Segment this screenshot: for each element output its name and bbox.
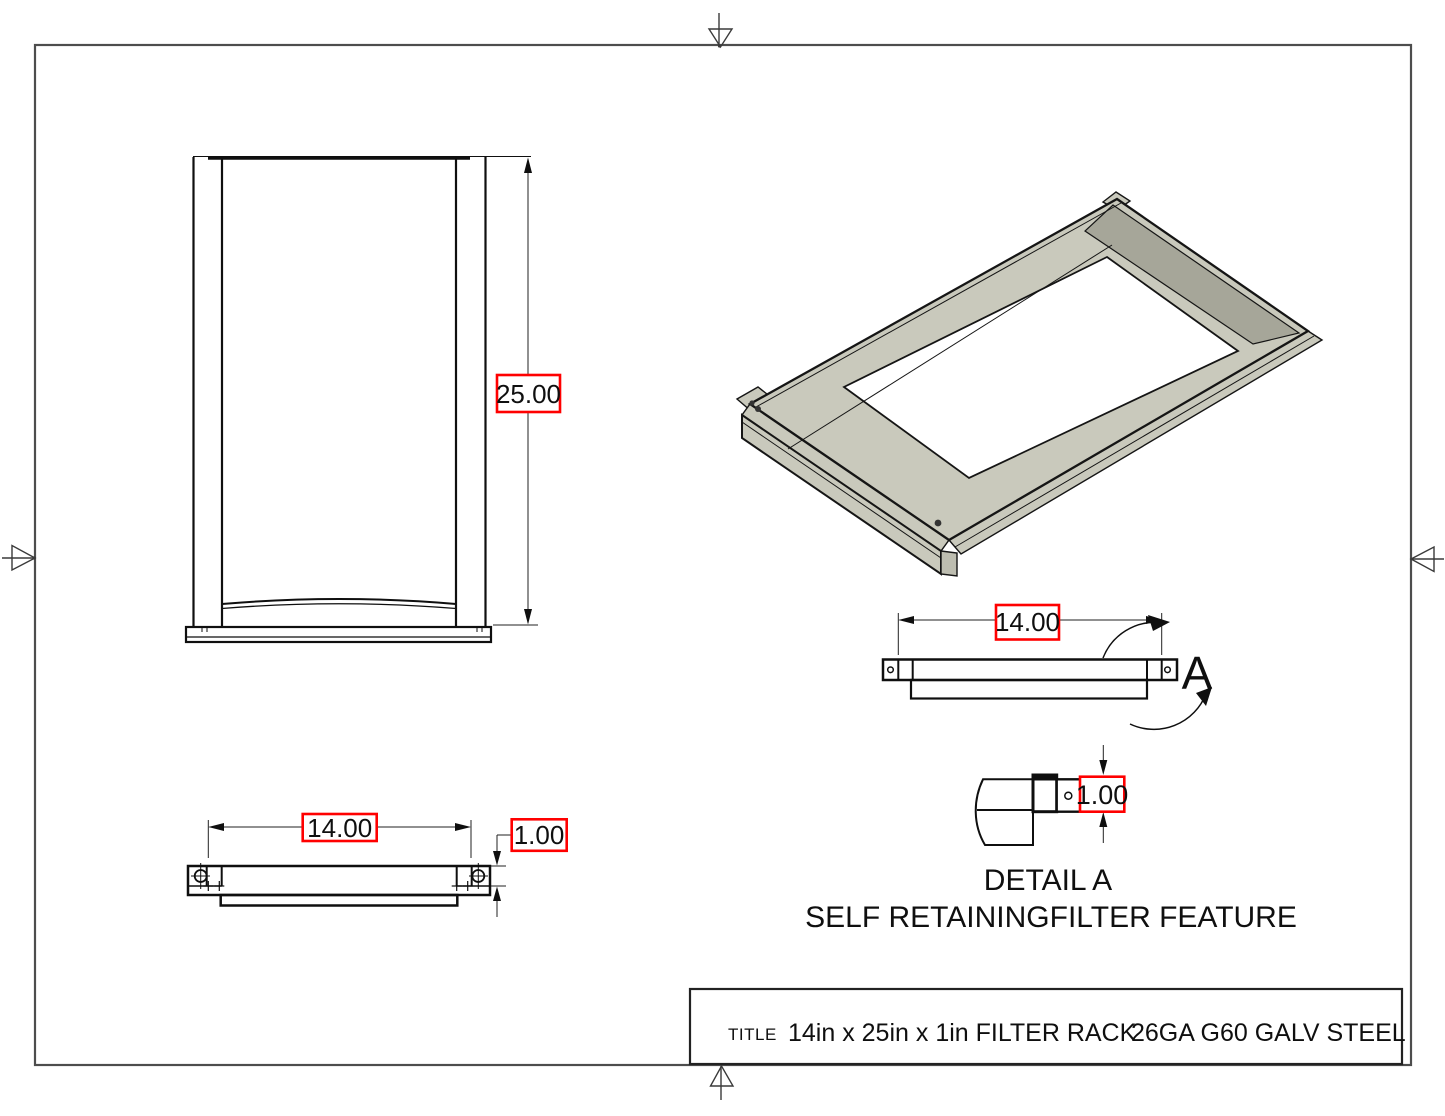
side-hole-right bbox=[1163, 666, 1172, 674]
dim-box-25 bbox=[495, 373, 562, 414]
iso-opening bbox=[842, 255, 1240, 480]
sheet-border bbox=[2, 13, 1444, 1100]
arrowhead-right bbox=[455, 823, 471, 831]
dim-value-bottom-thickness: 1.00 bbox=[514, 820, 565, 850]
arrowhead-left bbox=[208, 823, 224, 831]
dim-box-bottom-1 bbox=[510, 817, 569, 853]
callout-arrow-top bbox=[1148, 615, 1170, 631]
iso-hole-near bbox=[934, 519, 942, 527]
side-hole-left bbox=[886, 666, 895, 674]
callout-arrow-bottom bbox=[1196, 687, 1212, 706]
iso-inner-face-shadow bbox=[1084, 204, 1301, 345]
title-block-box bbox=[688, 987, 1404, 1066]
dim-box-bottom-14 bbox=[301, 812, 379, 843]
arrowhead-down bbox=[493, 851, 501, 866]
dim-value-bottom-width: 14.00 bbox=[307, 813, 372, 843]
dim-value-front-height: 25.00 bbox=[496, 379, 561, 409]
dim-value-side-width: 14.00 bbox=[995, 607, 1060, 637]
bottom-thickness-dimension: 1.00 bbox=[491, 817, 569, 917]
title-block-label: TITLE bbox=[728, 1025, 777, 1044]
arrowhead-up bbox=[524, 157, 532, 173]
arrowhead-down bbox=[524, 609, 532, 625]
iso-hole-left2 bbox=[755, 406, 761, 412]
arrowhead-up bbox=[493, 886, 501, 901]
detail-subtitle: SELF RETAININGFILTER FEATURE bbox=[805, 901, 1297, 934]
detail-hole bbox=[1064, 791, 1073, 800]
dim-box-side-14 bbox=[994, 603, 1061, 641]
dim-value-detail-thickness: 1.00 bbox=[1076, 780, 1129, 810]
border-mark-left bbox=[2, 544, 37, 572]
detail-a-view bbox=[974, 773, 1083, 846]
side-width-dimension: 14.00 bbox=[897, 603, 1163, 655]
arrowhead-up bbox=[1099, 812, 1108, 827]
detail-callout: A bbox=[1102, 615, 1213, 731]
detail-callout-letter: A bbox=[1182, 647, 1213, 699]
arrowhead-left bbox=[898, 616, 914, 624]
iso-hole-left bbox=[749, 400, 755, 406]
front-view bbox=[184, 156, 531, 644]
isometric-view bbox=[735, 191, 1324, 577]
bottom-view bbox=[186, 863, 492, 907]
datum-plus-marks bbox=[203, 881, 473, 891]
dim-box-detail-1 bbox=[1078, 775, 1126, 814]
bottom-width-dimension: 14.00 bbox=[207, 812, 472, 858]
iso-front-plate-corner bbox=[940, 550, 958, 577]
title-block-part-title: 14in x 25in x 1in FILTER RACK bbox=[788, 1019, 1137, 1047]
front-height-dimension: 25.00 bbox=[493, 157, 562, 626]
border-mark-top bbox=[707, 13, 734, 49]
title-block-material: 26GA G60 GALV STEEL bbox=[1131, 1019, 1406, 1047]
side-view bbox=[881, 658, 1179, 700]
detail-thickness-dimension: 1.00 bbox=[1076, 745, 1129, 843]
border-mark-right bbox=[1409, 545, 1444, 573]
border-mark-bottom bbox=[709, 1064, 735, 1100]
arrowhead-down bbox=[1099, 760, 1108, 775]
title-block: TITLE 14in x 25in x 1in FILTER RACK 26GA… bbox=[688, 987, 1406, 1066]
detail-title: DETAIL A bbox=[984, 864, 1112, 897]
